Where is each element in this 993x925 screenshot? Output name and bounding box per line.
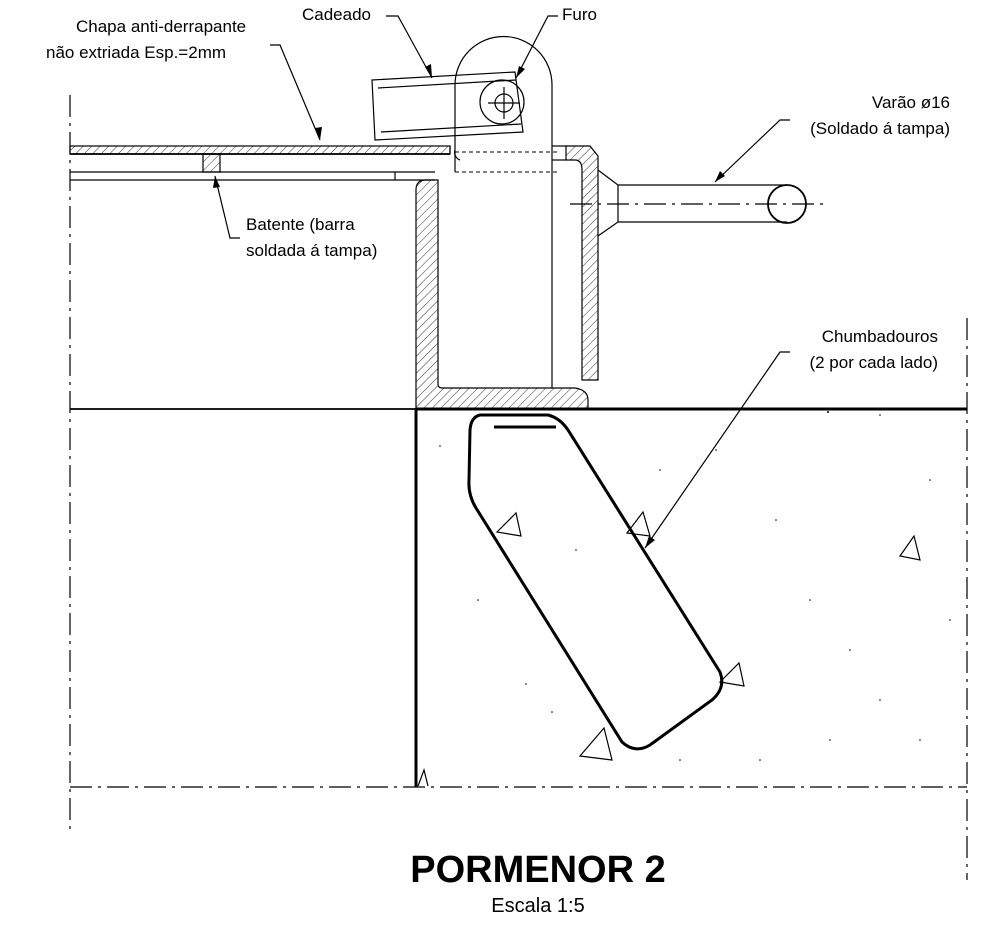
hinge-assembly xyxy=(454,35,553,172)
scale-label: Escala 1:5 xyxy=(491,895,584,917)
label-chapa-2: não extriada Esp.=2mm xyxy=(46,43,226,62)
annotations: Chapa anti-derrapante não extriada Esp.=… xyxy=(46,5,950,372)
label-varao-1: Varão ø16 xyxy=(872,93,950,112)
label-chumbadouros-2: (2 por cada lado) xyxy=(809,353,938,372)
label-furo: Furo xyxy=(562,5,597,24)
page-title: PORMENOR 2 xyxy=(410,849,665,891)
rod xyxy=(570,169,825,237)
label-batente-1: Batente (barra xyxy=(246,215,355,234)
label-chumbadouros-1: Chumbadouros xyxy=(822,327,938,346)
label-cadeado: Cadeado xyxy=(302,5,371,24)
label-varao-2: (Soldado á tampa) xyxy=(810,119,950,138)
stop-bar xyxy=(202,153,221,173)
hole-outer xyxy=(479,79,525,125)
floor-slab xyxy=(70,407,967,787)
label-chapa-1: Chapa anti-derrapante xyxy=(76,17,246,36)
label-batente-2: soldada á tampa) xyxy=(246,241,377,260)
concrete-aggregate xyxy=(417,411,951,787)
boundary-lines xyxy=(69,95,968,880)
anchor xyxy=(467,407,724,751)
leader-lines xyxy=(213,15,790,549)
padlock xyxy=(371,71,525,141)
angle-frame xyxy=(415,145,599,410)
lid-plate xyxy=(69,145,560,181)
